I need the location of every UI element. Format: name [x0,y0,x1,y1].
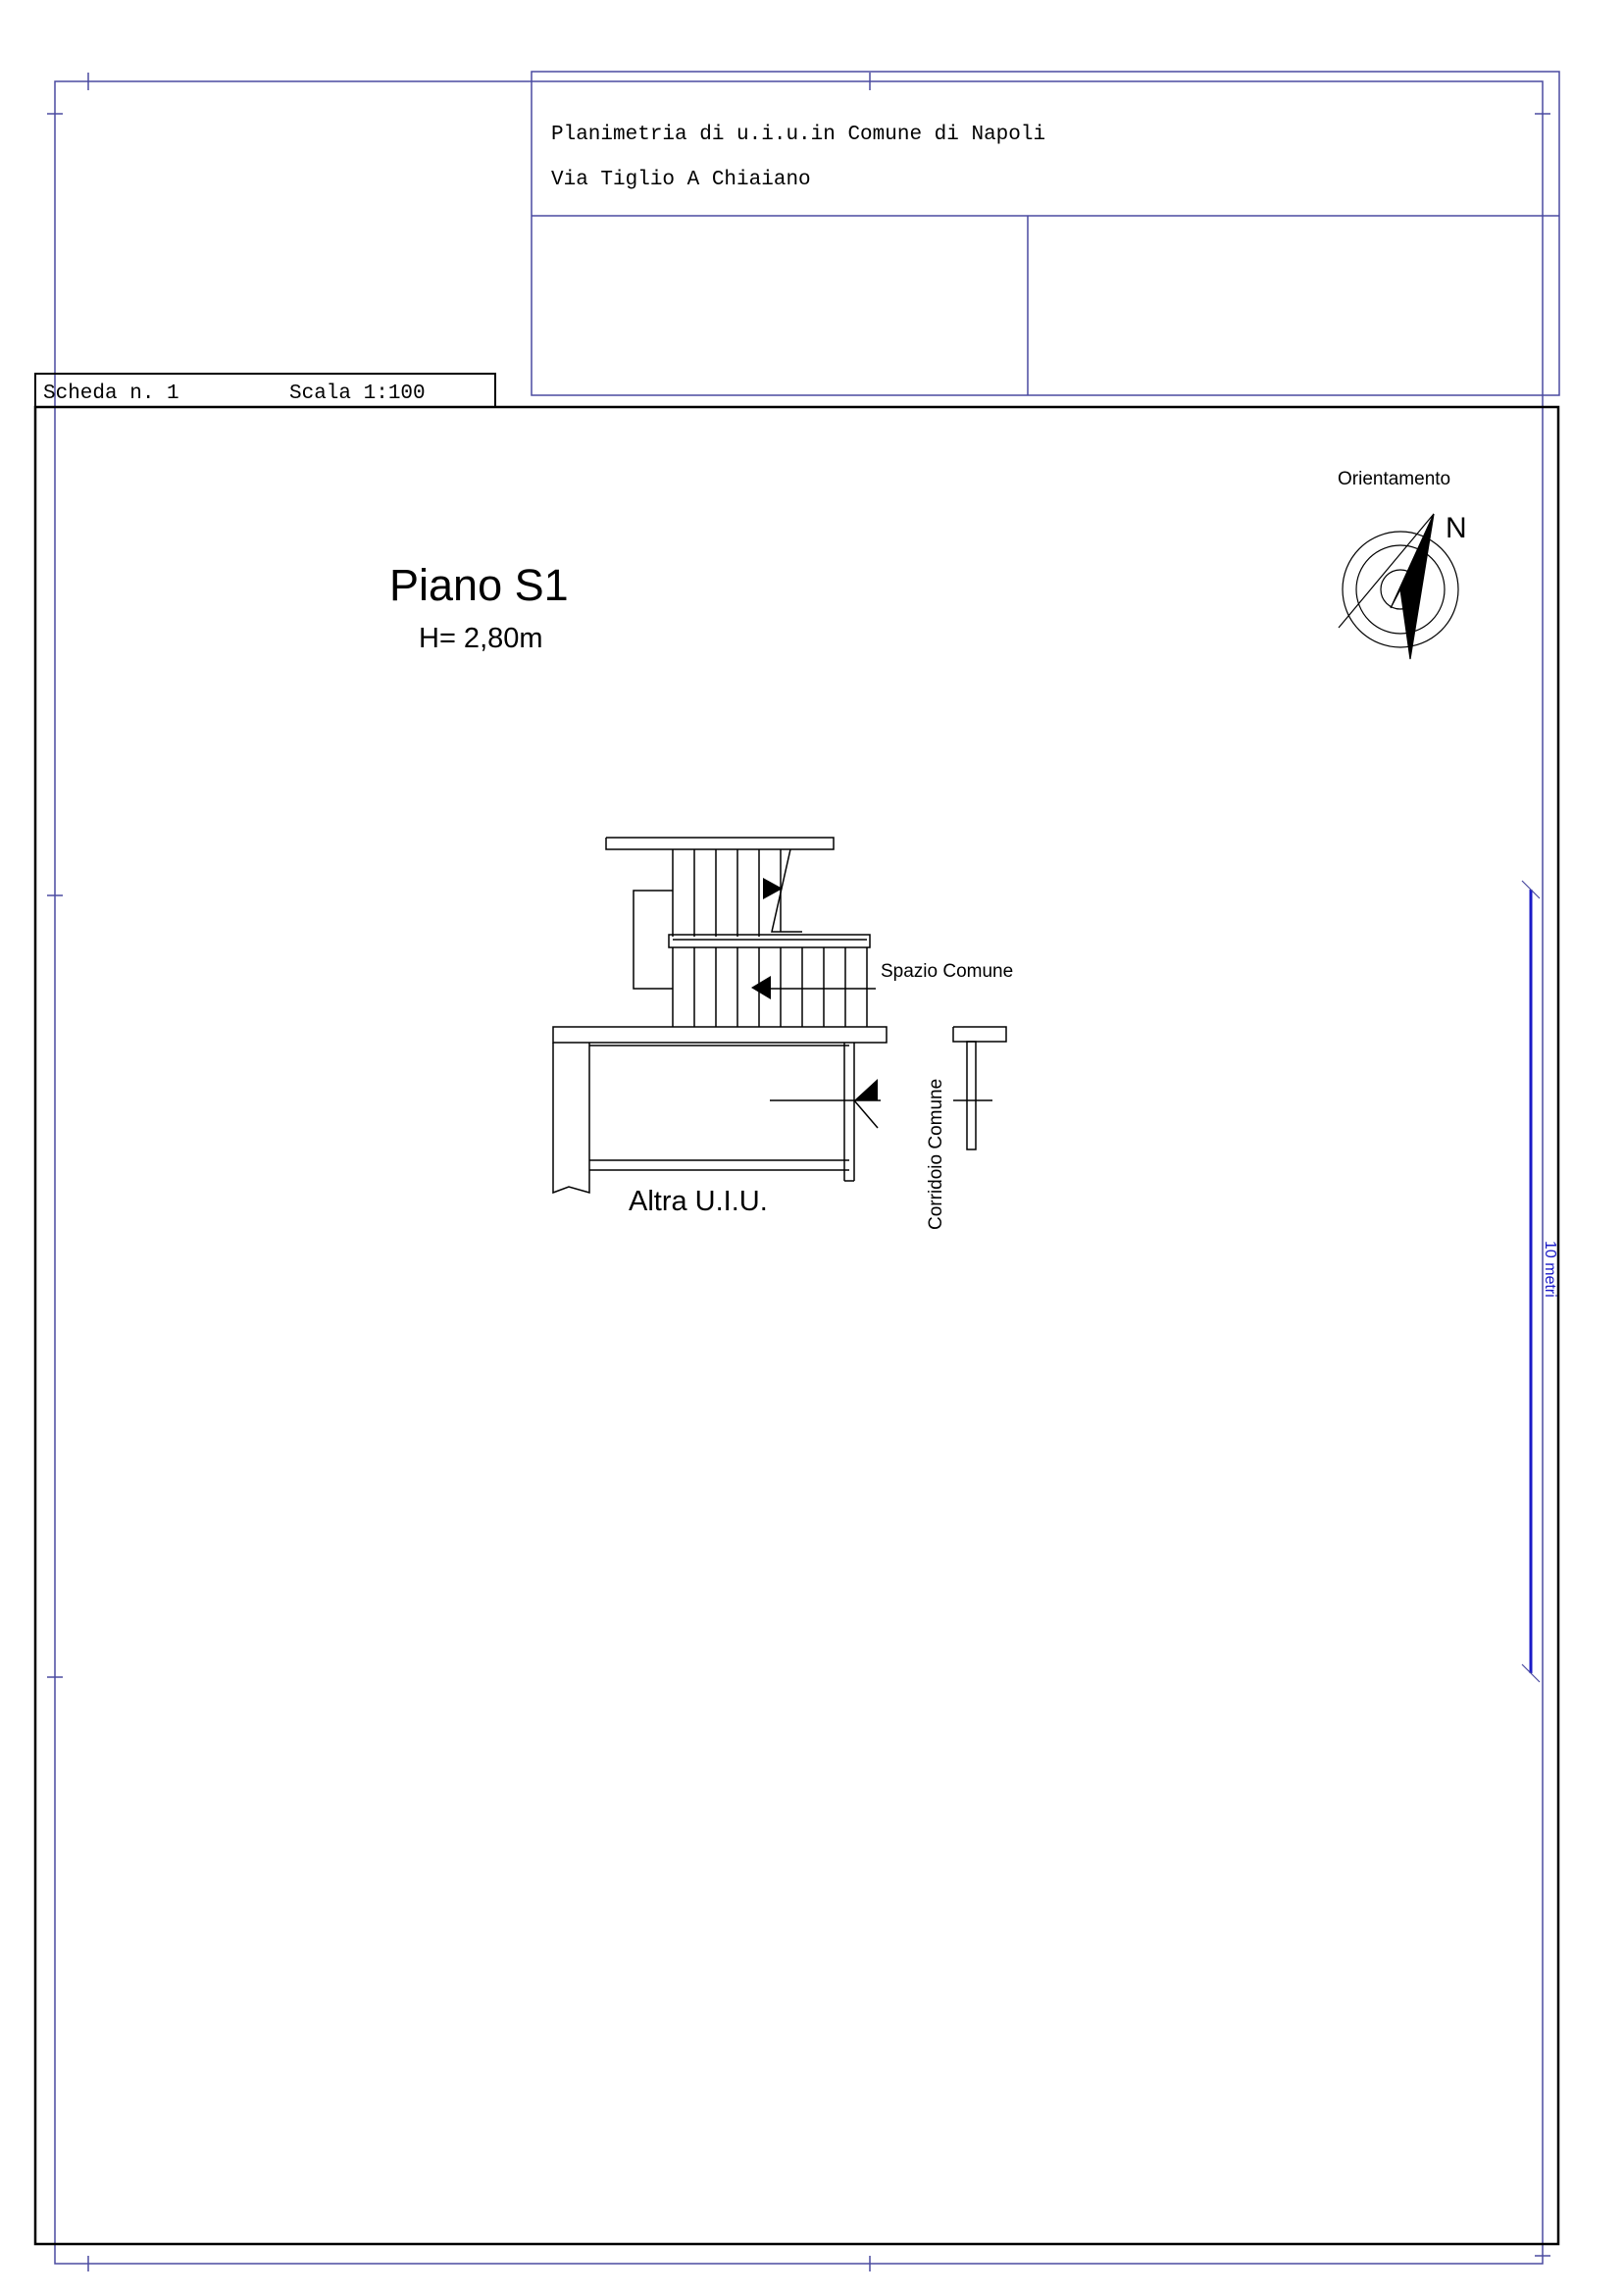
scale-ratio: Scala 1:100 [289,383,426,405]
altra-uiu-label: Altra U.I.U. [629,1186,768,1217]
scale-bar-label: 10 metri [1542,1241,1558,1298]
scale-bar [1521,880,1541,1683]
title-line-2: Via Tiglio A Chiaiano [551,169,811,191]
spazio-comune-label: Spazio Comune [881,961,1013,982]
stair-down-arrow-icon [751,976,771,999]
floor-plan [552,837,1007,1195]
floor-name: Piano S1 [389,560,569,610]
door-arrow-icon [854,1079,878,1100]
drawing-frame [33,405,1560,2246]
compass-caption: Orientamento [1338,469,1450,489]
title-block [531,71,1560,396]
outer-frame [47,73,1550,2271]
compass-rose-icon [1338,513,1459,660]
floor-height: H= 2,80m [419,623,543,654]
north-letter: N [1446,512,1467,544]
stair-up-arrow-icon [763,878,783,899]
scheda-number: Scheda n. 1 [43,383,179,405]
title-line-1: Planimetria di u.i.u.in Comune di Napoli [551,124,1045,146]
corridoio-comune-label: Corridoio Comune [926,1079,946,1230]
